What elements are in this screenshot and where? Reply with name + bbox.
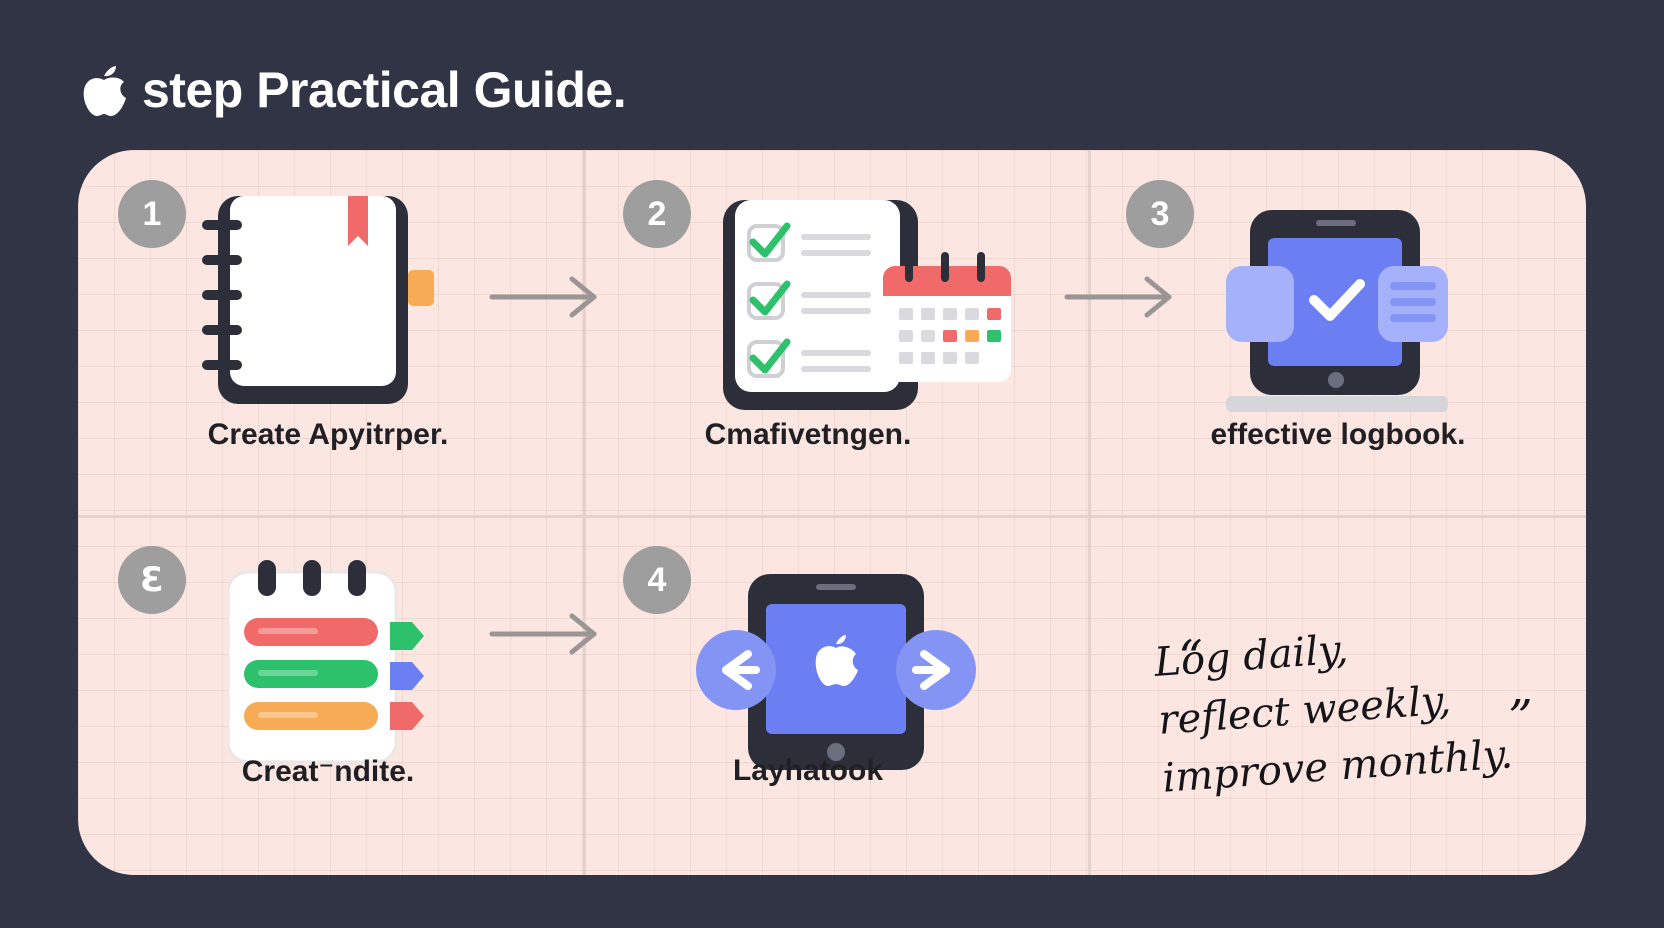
step-label-4: Creat⁻ndite.	[241, 755, 415, 788]
notepad-tags-icon	[228, 560, 424, 764]
notebook-icon	[202, 196, 434, 404]
steps-board: 1 Create Apyitrper. 2	[78, 150, 1586, 875]
page-title: step Practical Guide.	[142, 62, 627, 118]
step-label-2: Cmafivetngen.	[704, 418, 912, 451]
step-badge-5: 4	[623, 546, 691, 614]
arrow-right-icon	[489, 276, 597, 318]
step-label-5: Layhatook	[732, 754, 884, 787]
step-label-1: Create Apyitrper.	[207, 418, 449, 451]
step-badge-2: 2	[623, 180, 691, 248]
grid-divider	[1088, 150, 1091, 875]
tablet-apple-icon	[696, 574, 976, 770]
step-label-3: effective logbook.	[1210, 418, 1466, 451]
step-badge-1: 1	[118, 180, 186, 248]
header: step Practical Guide.	[80, 50, 627, 130]
quote-open-mark: “	[1178, 630, 1203, 686]
step-badge-4: Ꜫ	[118, 546, 186, 614]
quote-text: Log daily, reflect weekly, improve month…	[1152, 606, 1563, 807]
arrow-right-icon	[1064, 276, 1172, 318]
apple-logo-icon	[83, 66, 126, 116]
grid-divider	[78, 515, 1586, 518]
quote-close-mark: ”	[1508, 690, 1533, 746]
grid-divider	[583, 150, 586, 875]
arrow-right-icon	[489, 613, 597, 655]
checklist-calendar-icon	[723, 200, 1011, 410]
tablet-check-icon	[1226, 210, 1448, 412]
step-badge-3: 3	[1126, 180, 1194, 248]
